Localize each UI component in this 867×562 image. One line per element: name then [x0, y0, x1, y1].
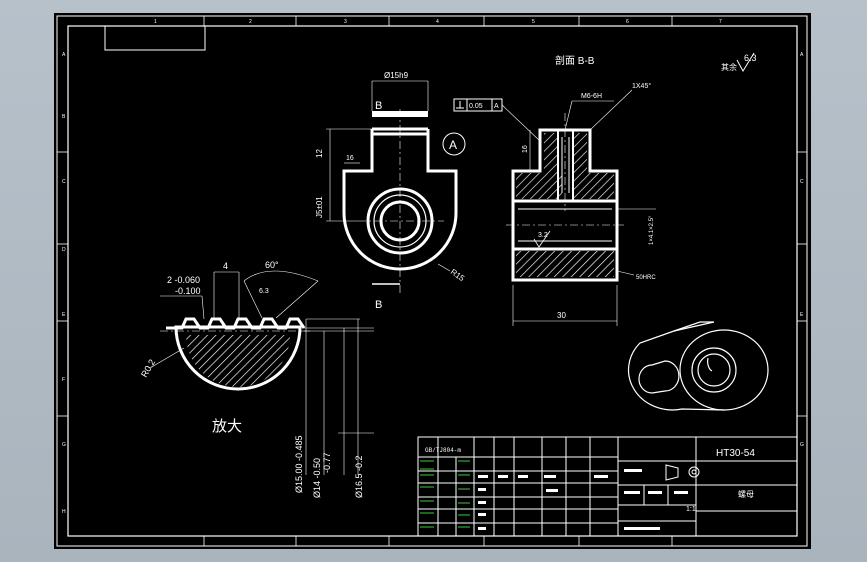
zone-ticks — [57, 16, 807, 546]
zone-top-5: 5 — [532, 19, 535, 25]
dim-d16-5: Ø16.5 -0.2 — [354, 455, 364, 498]
zone-side-b: B — [62, 114, 66, 120]
zone-labels: 1 2 3 4 5 6 7 A B C D E F G H A C E G — [62, 19, 804, 515]
dim-r15: R15 — [449, 267, 467, 283]
section-view: 剖面 B-B 0.05 A M6-6H — [453, 54, 656, 326]
scale-value: 1:1 — [686, 506, 696, 513]
title-block: GB/TJ804-m HT30-54 螺母 1:1 — [417, 436, 798, 537]
dim-2-upper: 2 -0.060 — [167, 275, 200, 285]
dim-16a: 16 — [346, 155, 354, 162]
section-title: 剖面 B-B — [555, 54, 595, 67]
dim-d14: Ø14 -0.50 — [312, 458, 322, 498]
tolerance-datum: A — [494, 103, 499, 110]
drawing-number-box — [104, 25, 206, 51]
tolerance-value: 0.05 — [469, 103, 483, 110]
drawing-canvas: 1 2 3 4 5 6 7 A B C D E F G H A C E G 其余… — [56, 15, 808, 547]
front-view: Ø15h9 12 J5±01 16 A B B R15 — [315, 71, 466, 311]
zone-top-6: 6 — [626, 19, 629, 25]
zoom-label: 放大 — [212, 418, 242, 435]
part-name: 螺母 — [738, 489, 754, 499]
detail-view: 2 -0.060 -0.100 4 60° 6.3 R0.2 Ø15.00 -0… — [139, 260, 374, 498]
roughness-detail: 6.3 — [259, 288, 269, 295]
roughness-mark: 其余 6.3 — [721, 52, 757, 72]
dim-r02: R0.2 — [139, 358, 157, 379]
section-mark-top: B — [375, 100, 382, 112]
zone-side-a: A — [62, 52, 66, 58]
zone-side-c: C — [62, 179, 66, 185]
dim-4: 4 — [223, 261, 228, 271]
zone-side-a-right: A — [800, 52, 804, 58]
dim-30: 30 — [557, 311, 566, 320]
dim-d14b: -0.77 — [322, 452, 332, 473]
zone-top-4: 4 — [436, 19, 439, 25]
zone-top-1: 1 — [154, 19, 157, 25]
title-block-labels — [478, 469, 688, 530]
zone-side-e: E — [62, 312, 66, 318]
title-block-marks — [420, 460, 470, 528]
zone-side-d: D — [62, 247, 66, 253]
outer-frame — [56, 15, 808, 547]
side-note: 1×4.1×2.5° — [649, 215, 655, 245]
zone-side-e-right: E — [800, 312, 804, 318]
dim-2-lower: -0.100 — [175, 286, 201, 296]
dim-d15h9: Ø15h9 — [384, 71, 409, 80]
section-mark-bottom: B — [375, 299, 382, 311]
zone-top-7: 7 — [719, 19, 722, 25]
roughness-note: 其余 — [721, 62, 737, 72]
dim-chamfer: 1X45° — [632, 82, 651, 90]
dim-3-2: 3.2 — [538, 232, 548, 239]
zone-side-c-right: C — [800, 179, 804, 185]
dim-12: 12 — [315, 149, 324, 158]
zone-side-g-right: G — [800, 442, 804, 448]
zone-side-g: G — [62, 442, 66, 448]
zone-top-3: 3 — [344, 19, 347, 25]
dim-j15: J5±01 — [315, 196, 324, 218]
standard-code: GB/TJ804-m — [425, 447, 461, 454]
part-number: HT30-54 — [716, 448, 755, 459]
isometric-view — [627, 321, 769, 411]
drawing-sheet[interactable]: 1 2 3 4 5 6 7 A B C D E F G H A C E G 其余… — [54, 13, 811, 549]
zone-top-2: 2 — [249, 19, 252, 25]
dim-m6: M6-6H — [581, 93, 602, 100]
dim-60-deg: 60° — [265, 260, 279, 270]
dim-d15: Ø15.00 -0.485 — [294, 435, 304, 493]
roughness-value: 6.3 — [744, 53, 757, 63]
thread-note: 50HRC — [636, 275, 656, 281]
zone-side-h: H — [62, 509, 66, 515]
dim-16b: 16 — [522, 145, 529, 153]
zone-side-f: F — [62, 377, 65, 383]
datum-a: A — [449, 138, 457, 152]
